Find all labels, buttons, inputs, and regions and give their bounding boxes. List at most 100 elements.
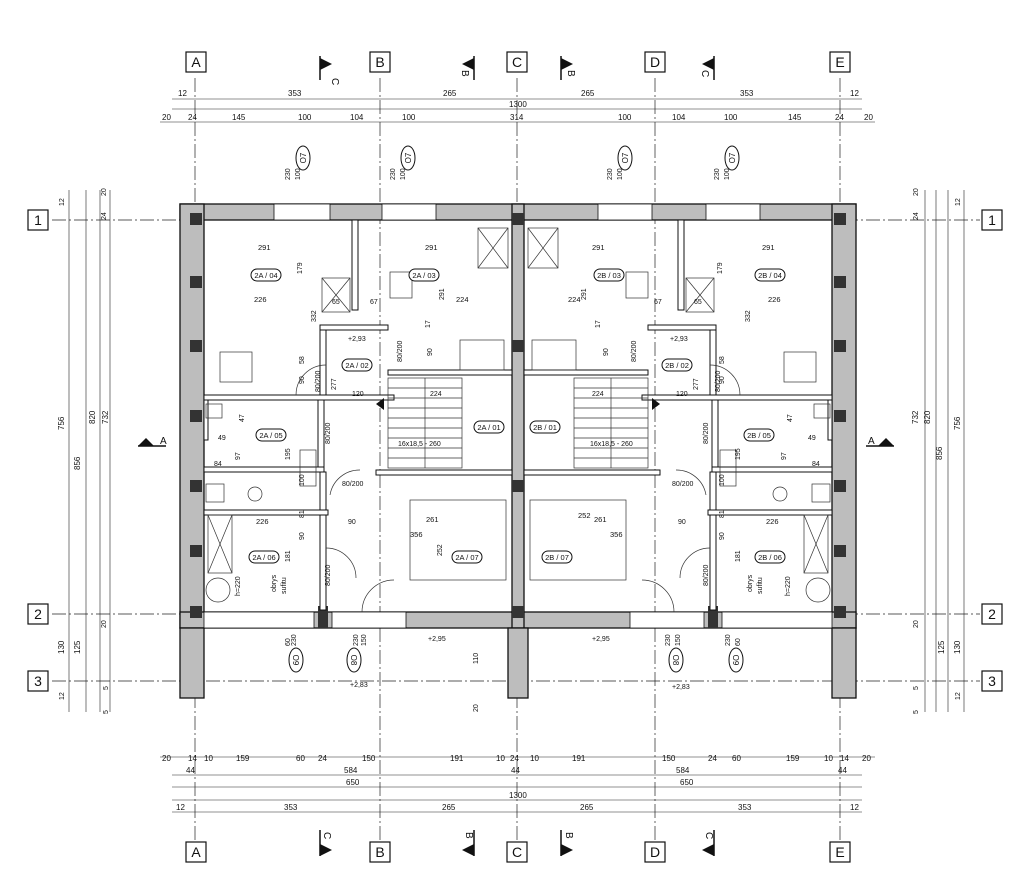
dim-label: 191 [572, 754, 586, 763]
right-dimensions: 856 756 820 732 130 125 12 20 24 20 5 12… [911, 188, 962, 714]
svg-text:84: 84 [214, 461, 222, 468]
svg-text:80/200: 80/200 [672, 481, 694, 488]
dim-label: 24 [708, 754, 717, 763]
section-markers: C B B C C B B [138, 56, 894, 856]
svg-text:60: 60 [735, 638, 742, 646]
svg-text:2A / 01: 2A / 01 [477, 423, 500, 432]
dim-label: 353 [288, 89, 302, 98]
room-tag: 2B / 04 [754, 268, 786, 282]
svg-text:224: 224 [456, 295, 469, 304]
svg-text:81: 81 [719, 510, 726, 518]
svg-text:224: 224 [592, 391, 604, 398]
section-marker: A [138, 436, 167, 447]
svg-text:2A / 03: 2A / 03 [412, 271, 435, 280]
svg-text:+2,95: +2,95 [428, 636, 446, 643]
axis-col-label: D [650, 844, 660, 860]
svg-text:100: 100 [719, 474, 726, 486]
dim-label: 20 [913, 188, 920, 196]
dim-label: 10 [496, 754, 505, 763]
svg-text:sufitu: sufitu [281, 577, 288, 594]
svg-text:2B / 02: 2B / 02 [665, 361, 689, 370]
dim-label: 12 [176, 803, 185, 812]
svg-text:252: 252 [437, 544, 444, 556]
section-marker: B [560, 56, 576, 80]
dim-label: 44 [838, 766, 847, 775]
room-tag: 2A / 06 [248, 550, 280, 564]
window-tags-top: O7 230 100 O7 230 100 O7 230 100 O7 230 … [285, 145, 740, 180]
dim-label: 159 [236, 754, 250, 763]
axis-row-label: 3 [988, 673, 996, 689]
svg-text:C: C [329, 78, 340, 85]
dim-label: 20 [913, 620, 920, 628]
dim-label: 20 [162, 754, 171, 763]
svg-text:47: 47 [239, 414, 246, 422]
dim-label: 265 [580, 803, 594, 812]
svg-text:230: 230 [607, 168, 614, 180]
dim-label: 104 [350, 113, 364, 122]
svg-text:2B / 06: 2B / 06 [758, 553, 782, 562]
dim-label: 353 [740, 89, 754, 98]
svg-text:2B / 04: 2B / 04 [758, 271, 782, 280]
dim-label: 820 [88, 410, 97, 424]
furniture [205, 227, 831, 613]
svg-text:90: 90 [427, 348, 434, 356]
svg-text:100: 100 [299, 474, 306, 486]
dim-label: 14 [188, 754, 197, 763]
svg-text:O9: O9 [731, 655, 740, 666]
room-tag: 2A / 01 [473, 420, 505, 434]
dim-label: 12 [850, 89, 859, 98]
dim-label: 12 [59, 692, 66, 700]
svg-text:90: 90 [348, 519, 356, 526]
svg-text:C: C [321, 832, 332, 839]
dim-label: 353 [738, 803, 752, 812]
svg-text:181: 181 [285, 550, 292, 562]
dim-label: 10 [204, 754, 213, 763]
dim-label: 125 [73, 640, 82, 654]
dim-label: 145 [788, 113, 802, 122]
svg-text:97: 97 [781, 452, 788, 460]
svg-text:120: 120 [676, 391, 688, 398]
svg-text:B: B [459, 70, 470, 77]
svg-text:2A / 06: 2A / 06 [252, 553, 275, 562]
room-tag: 2B / 07 [541, 550, 573, 564]
svg-text:67: 67 [654, 299, 662, 306]
dim-label: 732 [101, 410, 110, 424]
svg-text:67: 67 [370, 299, 378, 306]
dim-label: 584 [344, 766, 358, 775]
axis-col-label: E [835, 54, 844, 70]
dim-label: 150 [662, 754, 676, 763]
svg-text:150: 150 [361, 634, 368, 646]
top-dimensions: 12 353 265 265 353 12 1300 20 24 145 100… [162, 89, 873, 122]
section-marker: A [866, 436, 894, 447]
svg-text:110: 110 [473, 653, 480, 664]
window-tag: O7 230 100 [285, 145, 311, 180]
dim-label: 12 [955, 198, 962, 206]
dim-label: 265 [442, 803, 456, 812]
svg-text:90: 90 [719, 376, 726, 384]
svg-text:291: 291 [762, 243, 775, 252]
svg-text:179: 179 [717, 262, 724, 274]
dim-label: 20 [864, 113, 873, 122]
left-dimensions: 856 756 820 732 130 125 12 20 24 20 5 12… [57, 188, 110, 714]
room-tag: 2A / 03 [408, 268, 440, 282]
svg-text:181: 181 [735, 550, 742, 562]
dim-label: 856 [73, 456, 82, 470]
dim-label: 20 [162, 113, 171, 122]
axis-col-label: A [191, 54, 201, 70]
building-walls [179, 203, 857, 699]
dim-label: 820 [923, 410, 932, 424]
dim-label: 159 [786, 754, 800, 763]
dim-label: 12 [59, 198, 66, 206]
room-tag: 2B / 02 [661, 358, 693, 372]
svg-text:120: 120 [352, 391, 364, 398]
svg-text:B: B [563, 832, 574, 839]
svg-text:100: 100 [724, 168, 731, 180]
bottom-dimensions: 20 14 10 159 60 24 150 191 10 24 10 191 … [162, 754, 871, 812]
svg-text:81: 81 [299, 510, 306, 518]
svg-text:A: A [160, 436, 167, 447]
svg-text:49: 49 [808, 435, 816, 442]
svg-text:C: C [703, 832, 714, 839]
svg-text:17: 17 [425, 320, 432, 328]
svg-text:2A / 02: 2A / 02 [345, 361, 368, 370]
staircase-left [376, 377, 463, 469]
